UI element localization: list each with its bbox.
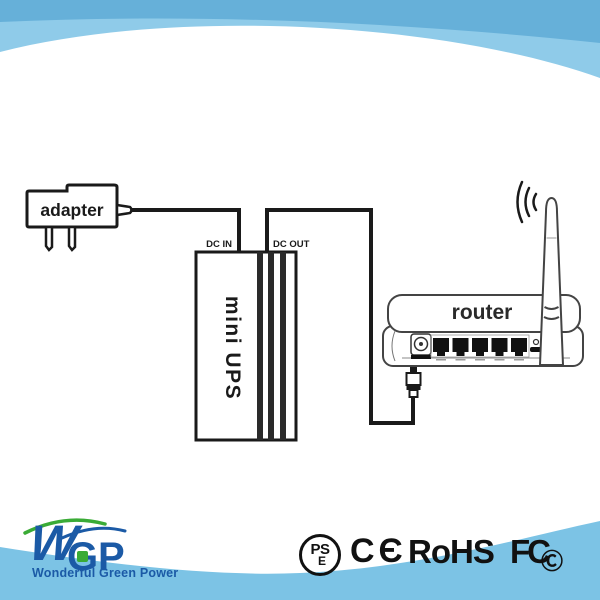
logo-swoosh-arcs <box>23 518 127 540</box>
pse-mark: PS E <box>299 534 341 576</box>
ups-vent-stripe <box>280 252 286 440</box>
router-left-edge-line <box>391 330 396 362</box>
logo-tagline: Wonderful Green Power <box>32 566 179 580</box>
mini-ups: mini UPS DC IN DC OUT <box>194 239 310 442</box>
router-power-label-strip <box>411 355 431 359</box>
ups-vent-stripe <box>257 252 263 440</box>
dc-plug-neck <box>408 389 419 398</box>
router-label: router <box>452 301 513 324</box>
router-reset-strip <box>530 347 542 352</box>
pse-mark-top-text: PS <box>310 540 330 558</box>
dc-plug-body <box>405 372 422 386</box>
fcc-inner-circle-c: Ⓒ <box>541 549 564 574</box>
power-adapter: adapter <box>25 183 133 252</box>
ups-label: mini UPS <box>221 296 244 400</box>
adapter-cord-tip <box>115 203 133 217</box>
rohs-mark: RoHS <box>408 533 495 570</box>
adapter-prong <box>44 225 54 252</box>
ethernet-port <box>472 338 488 361</box>
wifi-signal-icon <box>516 180 538 224</box>
ce-mark: CЄ <box>350 532 407 570</box>
ups-box <box>194 250 298 442</box>
router-power-port-ring <box>413 336 429 352</box>
ethernet-port <box>511 338 527 361</box>
fcc-letter-f: F <box>510 533 530 570</box>
adapter-to-ups-cable <box>129 208 241 252</box>
router: router <box>382 180 584 367</box>
router-reset-hole <box>532 338 540 346</box>
ethernet-ports-frame <box>430 334 530 358</box>
adapter-label: adapter <box>40 200 103 220</box>
wgp-logo: W G P Wonderful Green Power <box>0 505 200 595</box>
dc-plug <box>405 366 422 398</box>
wave-main-shape <box>0 521 600 600</box>
logo-blue-arc <box>60 526 127 540</box>
antenna-band <box>543 316 560 320</box>
dc-out-label: DC OUT <box>273 239 310 250</box>
ups-vent-stripe <box>268 252 274 440</box>
top-banner-wave <box>0 0 600 78</box>
logo-letter-p: P <box>98 535 125 579</box>
certification-marks: PS E CЄ RoHS FC Ⓒ <box>296 528 596 588</box>
fcc-letter-c: C <box>527 533 551 570</box>
banner-dark-shape <box>0 0 600 43</box>
ethernet-port <box>433 338 449 361</box>
fcc-mark: FC <box>510 533 551 570</box>
dc-plug-tip <box>410 366 417 374</box>
router-power-port-pin <box>419 342 423 346</box>
dc-plug-band <box>406 384 421 390</box>
router-antenna <box>538 196 565 366</box>
pse-mark-bottom-text: E <box>317 554 326 569</box>
ethernet-ports <box>430 334 530 361</box>
logo-plug-icon <box>77 551 88 562</box>
logo-green-arc <box>23 518 107 535</box>
ethernet-port <box>491 338 508 361</box>
bottom-wave <box>0 521 600 600</box>
antenna-band <box>544 306 559 310</box>
dc-in-label: DC IN <box>206 239 232 250</box>
adapter-body <box>25 183 119 229</box>
ethernet-port <box>452 338 469 361</box>
ups-to-router-cable <box>265 208 415 425</box>
router-top-surface <box>387 294 581 333</box>
adapter-prong <box>67 225 77 252</box>
